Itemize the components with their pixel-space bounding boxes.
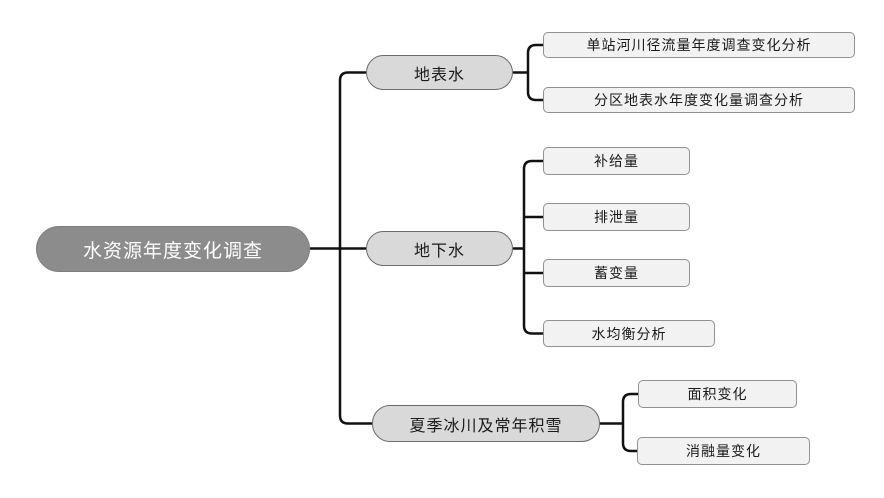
leaf-node-station-runoff-analysis[interactable]: 单站河川径流量年度调查变化分析 (543, 32, 855, 58)
leaf-node-regional-surface-water-analysis[interactable]: 分区地表水年度变化量调查分析 (543, 87, 855, 113)
branch-node-surface-water[interactable]: 地表水 (366, 55, 513, 90)
connector-glacier-trunk (621, 392, 638, 453)
leaf-node-ablation-change[interactable]: 消融量变化 (637, 437, 810, 465)
leaf-node-storage-change[interactable]: 蓄变量 (543, 259, 690, 287)
connector-left-trunk (338, 71, 372, 425)
leaf-node-recharge-amount[interactable]: 补给量 (543, 147, 690, 175)
root-node-water-resources-survey[interactable]: 水资源年度变化调查 (36, 226, 310, 272)
connector-surface-trunk (526, 43, 543, 102)
branch-node-groundwater[interactable]: 地下水 (366, 231, 513, 266)
connector-groundwater-trunk (522, 159, 543, 335)
leaf-node-area-change[interactable]: 面积变化 (638, 380, 797, 408)
leaf-node-water-balance-analysis[interactable]: 水均衡分析 (543, 320, 715, 347)
branch-node-glacier-snow[interactable]: 夏季冰川及常年积雪 (372, 405, 600, 442)
leaf-node-discharge-amount[interactable]: 排泄量 (543, 203, 690, 231)
